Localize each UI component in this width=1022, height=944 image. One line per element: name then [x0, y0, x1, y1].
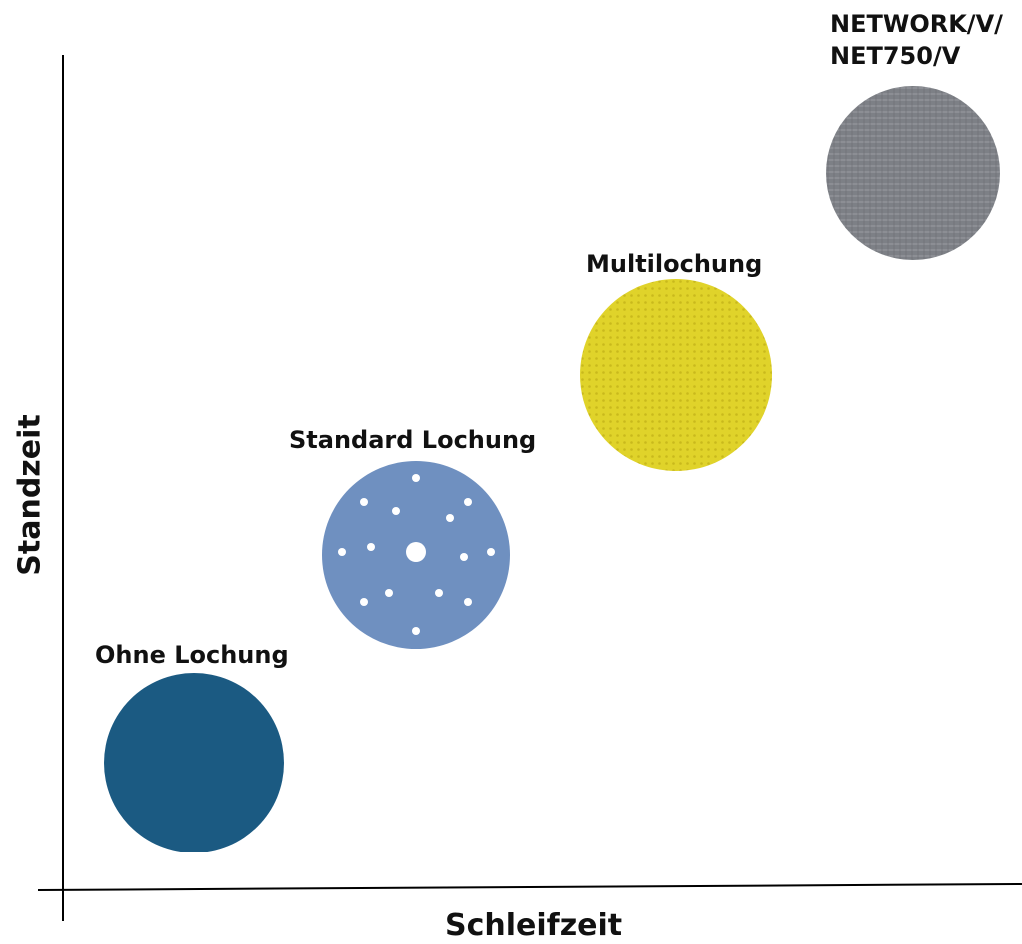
disc-network-surface	[826, 86, 1000, 260]
x-axis-line	[37, 882, 1022, 891]
disc-standard-holes	[338, 474, 495, 635]
y-axis-title: Standzeit	[12, 414, 48, 576]
x-axis-title: Schleifzeit	[445, 908, 623, 943]
disc-multi-surface	[580, 279, 772, 471]
label-multilochung: Multilochung	[586, 250, 763, 278]
disc-network	[826, 86, 1000, 260]
disc-multilochung	[580, 279, 772, 471]
label-ohne-lochung: Ohne Lochung	[95, 641, 289, 669]
label-network: NETWORK/V/ NET750/V	[830, 8, 1003, 72]
y-axis-line	[62, 55, 64, 921]
label-network-line1: NETWORK/V/	[830, 10, 1003, 38]
disc-ohne-surface	[104, 673, 284, 852]
label-standard-lochung: Standard Lochung	[289, 426, 537, 454]
disc-standard-lochung	[322, 461, 510, 649]
disc-ohne-lochung	[104, 673, 284, 852]
label-network-line2: NET750/V	[830, 42, 961, 70]
